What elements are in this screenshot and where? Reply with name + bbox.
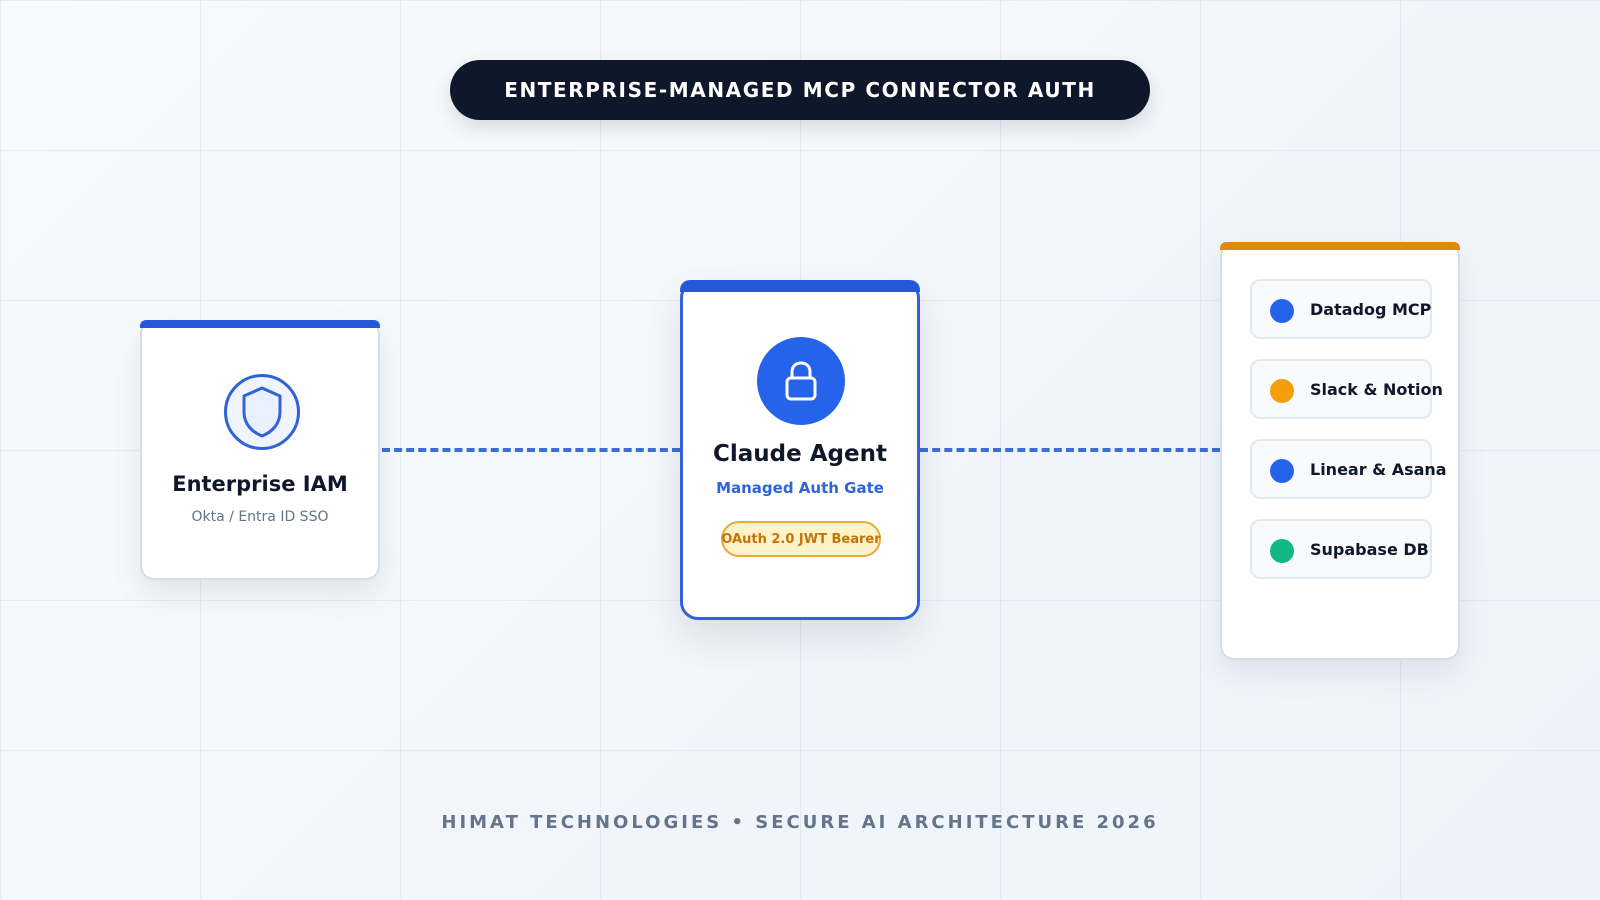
- connector-item: Datadog MCP: [1250, 279, 1432, 339]
- shield-icon: [224, 374, 300, 450]
- connector-iam-to-agent: [382, 448, 680, 452]
- status-dot-icon: [1270, 539, 1294, 563]
- status-dot-icon: [1270, 299, 1294, 323]
- iam-title: Enterprise IAM: [172, 472, 348, 496]
- footer-caption: HIMAT TECHNOLOGIES • SECURE AI ARCHITECT…: [441, 812, 1159, 833]
- iam-card-accent-bar: [140, 320, 380, 328]
- status-dot-icon: [1270, 379, 1294, 403]
- connector-label: Linear & Asana: [1310, 460, 1447, 479]
- connector-label: Supabase DB: [1310, 540, 1429, 559]
- enterprise-iam-card: Enterprise IAM Okta / Entra ID SSO: [140, 320, 380, 580]
- auth-method-badge: OAuth 2.0 JWT Bearer: [721, 521, 881, 557]
- connector-item: Slack & Notion: [1250, 359, 1443, 419]
- connectors-card-accent-bar: [1220, 242, 1460, 250]
- agent-subtitle: Managed Auth Gate: [716, 479, 884, 497]
- connector-label: Slack & Notion: [1310, 380, 1443, 399]
- lock-icon: [757, 337, 845, 425]
- connector-item: Linear & Asana: [1250, 439, 1447, 499]
- agent-title: Claude Agent: [713, 441, 887, 467]
- status-dot-icon: [1270, 459, 1294, 483]
- agent-card-accent-bar: [680, 280, 920, 292]
- connector-item: Supabase DB: [1250, 519, 1432, 579]
- iam-subtitle: Okta / Entra ID SSO: [191, 509, 329, 525]
- diagram-title: ENTERPRISE-MANAGED MCP CONNECTOR AUTH: [450, 60, 1150, 120]
- connector-label: Datadog MCP: [1310, 300, 1432, 319]
- connector-agent-to-services: [920, 448, 1220, 452]
- claude-agent-card: Claude Agent Managed Auth Gate OAuth 2.0…: [680, 280, 920, 620]
